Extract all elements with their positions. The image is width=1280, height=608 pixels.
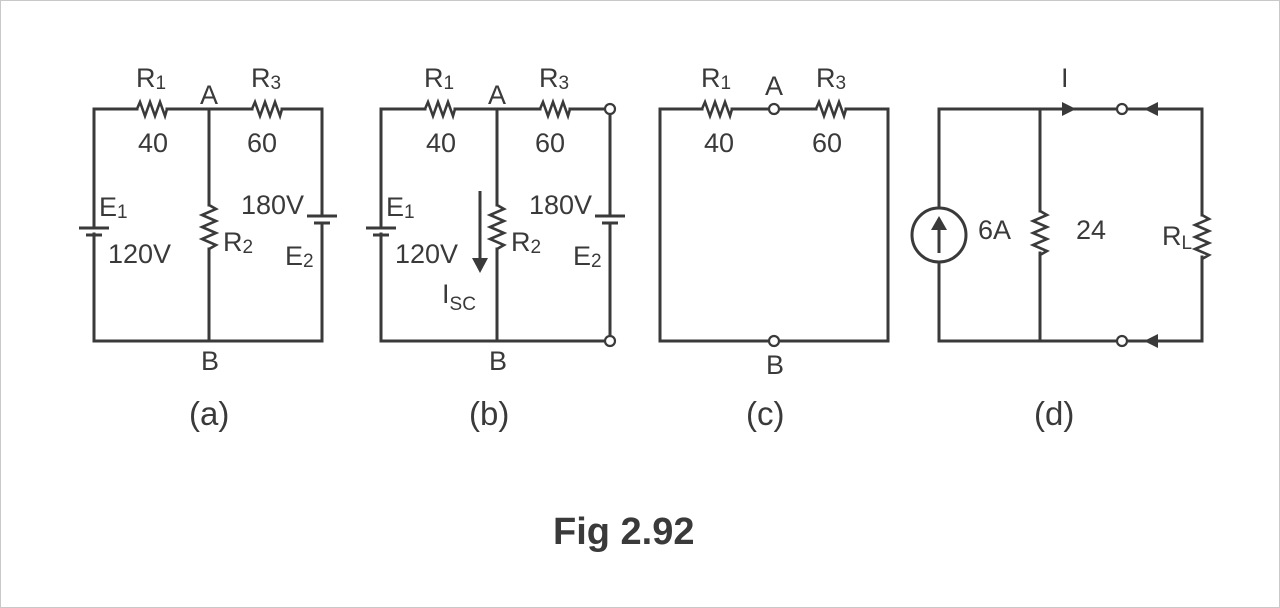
r3-label: R3 [251,63,281,94]
current-arrow [1062,102,1076,116]
r3-label: R3 [539,63,569,94]
current-label: I [1061,63,1069,93]
resistor-r2 [486,203,508,251]
e2-label: E2 [573,241,602,272]
battery-e1 [79,226,109,237]
caption-b: (b) [469,395,509,432]
resistor-r2 [198,203,220,251]
battery-e1 [366,226,396,237]
current-source [910,206,968,264]
circuit-a: R1 A R3 40 60 E1 120V R2 180V E2 B (a) [79,63,337,432]
r1-value: 40 [704,128,734,158]
node-b-label: B [489,346,507,376]
r3-value: 60 [535,128,565,158]
resistor-r1 [423,98,457,121]
caption-a: (a) [189,395,229,432]
circuit-b-wires [379,107,612,343]
e2-value: 180V [529,190,592,220]
resistor-value: 24 [1076,215,1106,245]
arrow-bottom-right [1144,334,1158,348]
r1-value: 40 [426,128,456,158]
terminal-top [1115,102,1129,116]
load-label: RL [1162,221,1192,254]
circuit-c: R1 A R3 40 60 B (c) [658,63,890,432]
source-value: 6A [978,215,1011,245]
circuit-a-wires [92,107,324,343]
arrow-top-right [1144,102,1158,116]
e1-label: E1 [99,192,128,223]
r3-value: 60 [812,128,842,158]
r1-value: 40 [138,128,168,158]
e2-label: E2 [285,241,314,272]
isc-arrow [472,191,488,273]
r3-label: R3 [816,63,846,94]
r2-label: R2 [223,227,253,258]
load-resistor [1191,213,1213,261]
resistor-24 [1029,209,1051,257]
figure-title: Fig 2.92 [553,511,695,553]
terminal-b [767,334,781,348]
resistor-r3 [814,98,848,121]
node-a-label: A [200,80,218,110]
node-a-label: A [765,71,783,101]
resistor-r1 [700,98,734,121]
circuit-b: R1 A R3 40 60 E1 120V R2 180V E2 ISC B (… [366,63,625,432]
node-b-label: B [201,346,219,376]
node-a-label: A [488,80,506,110]
e1-value: 120V [395,239,458,269]
caption-d: (d) [1034,395,1074,432]
node-b-label: B [766,350,784,380]
r3-value: 60 [247,128,277,158]
battery-e2 [595,214,625,225]
r1-label: R1 [701,63,731,94]
e1-label: E1 [386,192,415,223]
e2-value: 180V [241,190,304,220]
circuit-c-wires [658,107,890,343]
isc-label: ISC [442,279,476,315]
circuit-d: I 6A 24 RL (d) [910,63,1213,432]
r2-label: R2 [511,227,541,258]
resistor-r3 [538,98,572,121]
terminal-a [767,102,781,116]
resistor-r3 [250,98,284,121]
terminal-bottom [603,334,617,348]
battery-e2 [307,214,337,225]
terminal-bottom [1115,334,1129,348]
r1-label: R1 [424,63,454,94]
r1-label: R1 [136,63,166,94]
caption-c: (c) [746,395,784,432]
terminal-top [603,102,617,116]
resistor-r1 [135,98,169,121]
e1-value: 120V [108,239,171,269]
